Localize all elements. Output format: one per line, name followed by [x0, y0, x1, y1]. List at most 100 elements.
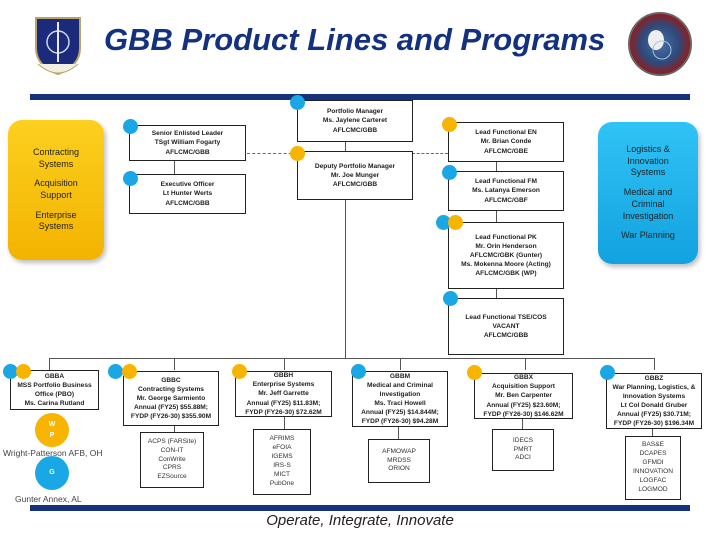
- lead-functional-pk-box: Lead Functional PK Mr. Orin Henderson AF…: [448, 222, 564, 289]
- product-line-gbbz: GBBZ War Planning, Logistics, & Innovati…: [606, 373, 702, 429]
- office-code: GBBA: [44, 372, 65, 380]
- shield-icon: [35, 17, 81, 76]
- gunter-location-dot: [443, 291, 458, 306]
- programs-gbbz: BAS&E DCAPES GFMDI INNOVATION LOGFAC LOG…: [625, 436, 681, 500]
- role-title: Lead Functional EN: [475, 129, 537, 137]
- lead-functional-fm-box: Lead Functional FM Ms. Latanya Emerson A…: [448, 171, 564, 211]
- person-name: Mr. Orin Henderson: [475, 242, 537, 250]
- gunter-location-dot: [3, 364, 18, 379]
- person-name: Ms. Carina Rutland: [24, 400, 85, 408]
- connector-line: [174, 358, 175, 370]
- person-name: Mr. Jeff Garrette: [258, 390, 309, 398]
- person-name: Ms. Traci Howell: [374, 400, 426, 407]
- connector-line: [345, 141, 346, 151]
- office-code: GBBZ: [644, 374, 664, 382]
- legend-letter: P: [49, 432, 55, 439]
- connector-line: [496, 161, 497, 173]
- legend-letter: W: [48, 420, 56, 428]
- wright-patterson-location-dot: [448, 215, 463, 230]
- program-item: PMRT: [513, 445, 533, 453]
- air-force-lcmc-logo: [28, 12, 88, 80]
- org-code: AFLCMC/GBB: [332, 181, 378, 189]
- programs-gbbx: IDECS PMRT ADCI: [492, 429, 554, 471]
- office-name: War Planning, Logistics, &: [612, 383, 696, 391]
- deputy-portfolio-manager-box: Deputy Portfolio Manager Mr. Joe Munger …: [297, 151, 413, 200]
- person-name: Mr. Ben Carpenter: [495, 392, 552, 400]
- office-name: MSS Portfolio Business: [17, 381, 92, 389]
- senior-enlisted-leader-box: Senior Enlisted Leader TSgt William Foga…: [129, 125, 246, 161]
- lead-functional-en-box: Lead Functional EN Mr. Brian Conde AFLCM…: [448, 122, 564, 162]
- role-title: Executive Officer: [160, 181, 215, 189]
- program-item: LOGMOD: [638, 485, 668, 493]
- org-code: AFLCMC/GBB: [332, 126, 378, 134]
- connector-line: [49, 358, 50, 370]
- org-code: AFLCMC/GBB: [165, 148, 210, 156]
- org-code: AFLCMC/GBB: [483, 332, 529, 340]
- focus-area: Logistics & Innovation Systems: [626, 144, 670, 178]
- connector-line: [496, 288, 497, 298]
- footer-motto: Operate, Integrate, Innovate: [266, 512, 454, 529]
- program-item: IRS-S: [273, 462, 291, 469]
- product-line-bus: [49, 358, 655, 359]
- footer-divider: [30, 505, 690, 511]
- gunter-location-dot: [442, 165, 457, 180]
- programs-gbbh: AFRIMS eFOIA IGEMS IRS-S MICT PubOne: [253, 429, 311, 495]
- person-name: Ms. Mokenna Moore (Acting): [461, 261, 551, 269]
- office-code: GBBX: [513, 374, 534, 382]
- legend-letter: G: [49, 469, 55, 477]
- office-name: Innovation Systems: [622, 392, 686, 400]
- fydp-budget: FYDP (FY26-30) $196.34M: [613, 420, 695, 428]
- program-item: ConWrite: [158, 455, 186, 463]
- connector-line: [284, 358, 285, 370]
- connector-line: [174, 160, 175, 178]
- legend-gunter-label: Gunter Annex, AL: [15, 494, 82, 504]
- connector-line: [400, 358, 401, 370]
- office-code: GBBM: [389, 372, 411, 380]
- office-code: GBBH: [273, 372, 294, 380]
- program-item: AFMOWAP: [382, 447, 416, 455]
- eagle-globe-seal-logo: [628, 12, 692, 76]
- office-name: Office (PBO): [34, 391, 75, 398]
- wright-patterson-location-dot: [232, 364, 247, 379]
- fydp-budget: FYDP (FY26-30) $355.90M: [130, 413, 212, 421]
- program-item: ADCI: [515, 454, 531, 462]
- connector-line: [284, 417, 285, 429]
- focus-area: War Planning: [621, 230, 675, 241]
- legend-gunter-dot: G: [35, 456, 69, 490]
- page-title: GBB Product Lines and Programs: [104, 22, 606, 57]
- dashed-connector: [412, 153, 448, 154]
- gunter-location-dot: [123, 119, 138, 134]
- program-item: INNOVATION: [632, 468, 674, 475]
- connector-line: [345, 200, 346, 358]
- connector-line: [398, 427, 399, 439]
- connector-line: [174, 426, 175, 432]
- org-code: AFLCMC/GBK (WP): [475, 270, 537, 278]
- connector-line: [525, 358, 526, 370]
- connector-line: [522, 419, 523, 429]
- program-item: BAS&E: [642, 441, 664, 449]
- gunter-location-dot: [108, 364, 123, 379]
- person-name: TSgt William Fogarty: [154, 139, 221, 147]
- person-name: VACANT: [492, 322, 520, 330]
- connector-line: [654, 358, 655, 370]
- product-line-gbbc: GBBC Contracting Systems Mr. George Sarm…: [123, 371, 219, 426]
- portfolio-manager-box: Portfolio Manager Ms. Jaylene Carteret A…: [297, 100, 413, 142]
- lead-functional-tse-box: Lead Functional TSE/COS VACANT AFLCMC/GB…: [448, 298, 564, 355]
- role-title: Lead Functional TSE/COS: [465, 313, 547, 321]
- program-item: CON-IT: [160, 446, 184, 454]
- org-code: AFLCMC/GBK (Gunter): [469, 251, 543, 259]
- office-name: Enterprise Systems: [252, 381, 315, 389]
- fydp-budget: FYDP (FY26-30) $146.62M: [483, 410, 564, 418]
- org-code: AFLCMC/GBF: [484, 196, 528, 204]
- person-name: Mr. George Sarmiento: [136, 394, 206, 402]
- role-title: Lead Functional FM: [475, 178, 537, 186]
- legend-wright-patterson-label: Wright-Patterson AFB, OH: [3, 448, 103, 458]
- program-item: EZSource: [157, 473, 187, 481]
- focus-area: Enterprise Systems: [35, 209, 77, 232]
- org-code: AFLCMC/GBB: [165, 199, 210, 207]
- focus-area: Medical and Criminal Investigation: [622, 187, 674, 221]
- program-item: IDECS: [512, 436, 534, 444]
- program-item: GFMDI: [642, 459, 664, 467]
- gunter-location-dot: [436, 215, 451, 230]
- program-item: AFRIMS: [269, 435, 295, 443]
